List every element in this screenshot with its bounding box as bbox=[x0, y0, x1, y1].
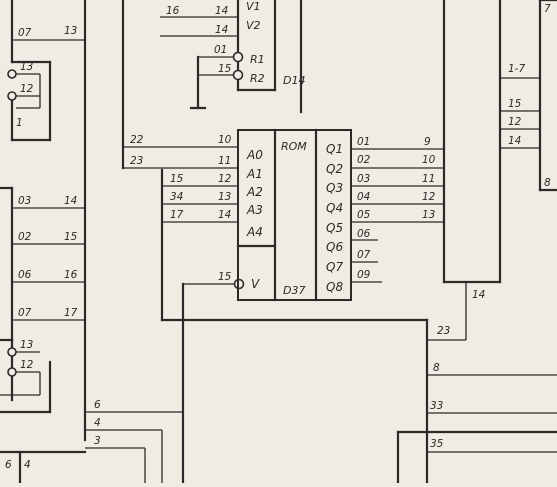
rom-net-17: 17 bbox=[170, 209, 184, 221]
rom-chip-d37: ROM D37 A0 A1 A2 A3 A4 V Q1 Q2 Q3 Q4 Q5 … bbox=[236, 128, 352, 302]
bottom-net-3: 3 bbox=[94, 435, 101, 447]
bottom-net-8: 8 bbox=[433, 362, 440, 374]
rom-out-q5: Q5 bbox=[326, 221, 343, 235]
rom-out-q6: Q6 bbox=[326, 240, 343, 254]
left-lower-bubble-12: 12 bbox=[20, 359, 34, 371]
rom-pin-12: 12 bbox=[218, 173, 232, 185]
left-lower-pin-15: 15 bbox=[64, 231, 78, 243]
top-chip-ref: D14 bbox=[283, 74, 305, 87]
bottom-left-net-4: 4 bbox=[24, 459, 31, 471]
rom-out-q4: Q4 bbox=[326, 201, 343, 215]
left-upper-pin-13: 13 bbox=[64, 25, 77, 37]
right-net-12: 12 bbox=[508, 116, 522, 128]
right-block: 7 8 1-7 15 12 14 14 bbox=[427, 0, 557, 341]
rom-outnet-9: 9 bbox=[424, 136, 431, 148]
rom-in-a3: A3 bbox=[246, 203, 263, 217]
bottom-left-wiring: 6 4 3 6 4 bbox=[0, 399, 183, 485]
right-net-15: 15 bbox=[508, 98, 522, 110]
top-chip-net: 16 bbox=[166, 5, 180, 17]
top-chip-label-v2: V2 bbox=[246, 19, 261, 32]
rom-in-a1: A1 bbox=[246, 167, 263, 181]
rom-out-q3: Q3 bbox=[326, 181, 343, 195]
rom-outpin-03: 03 bbox=[357, 173, 370, 185]
rom-outpin-01: 01 bbox=[357, 136, 370, 148]
left-lower-pin-16: 16 bbox=[64, 269, 78, 281]
rom-net-34: 34 bbox=[170, 191, 183, 203]
right-net-8: 8 bbox=[544, 177, 551, 189]
rom-outpin-09: 09 bbox=[357, 269, 371, 281]
top-chip-pin-15: 15 bbox=[218, 63, 232, 75]
bottom-net-4: 4 bbox=[94, 417, 101, 429]
left-upper-pin-07: 07 bbox=[18, 27, 32, 39]
left-lower-pin-17: 17 bbox=[64, 307, 78, 319]
rom-pin-14: 14 bbox=[218, 209, 231, 221]
rom-pin-11: 11 bbox=[218, 155, 231, 167]
rom-outnet-12: 12 bbox=[422, 191, 436, 203]
rom-net-22: 22 bbox=[130, 134, 144, 146]
rom-outpin-04: 04 bbox=[357, 191, 370, 203]
top-chip-pin-14a: 14 bbox=[215, 5, 228, 17]
rom-out-q1: Q1 bbox=[326, 142, 343, 156]
bottom-net-33: 33 bbox=[430, 400, 443, 412]
left-upper-bubble-13: 13 bbox=[20, 61, 33, 73]
rom-outnet-11: 11 bbox=[422, 173, 435, 185]
rom-out-q8: Q8 bbox=[326, 280, 343, 294]
rom-outnet-13: 13 bbox=[422, 209, 435, 221]
rom-input-wiring: 22 23 15 34 17 10 11 12 13 14 15 bbox=[123, 134, 245, 485]
left-lower-pin-07: 07 bbox=[18, 307, 32, 319]
rom-outpin-05: 05 bbox=[357, 209, 371, 221]
rom-net-15: 15 bbox=[170, 173, 184, 185]
bottom-net-6: 6 bbox=[94, 399, 101, 411]
rom-net-23: 23 bbox=[130, 155, 143, 167]
rom-enable-pin: 15 bbox=[218, 271, 232, 283]
rom-title: ROM bbox=[281, 140, 307, 153]
rom-output-wiring: 01 02 03 04 05 06 07 09 9 10 11 12 13 bbox=[351, 136, 444, 283]
rom-outnet-10: 10 bbox=[422, 154, 436, 166]
bottom-left-net-6: 6 bbox=[5, 459, 12, 471]
rom-out-q7: Q7 bbox=[326, 260, 343, 274]
right-net-1-7: 1-7 bbox=[508, 63, 525, 75]
rom-in-a0: A0 bbox=[246, 148, 263, 162]
rom-in-a2: A2 bbox=[246, 185, 263, 199]
bottom-net-35: 35 bbox=[430, 438, 444, 450]
rom-outpin-07: 07 bbox=[357, 249, 371, 261]
left-upper-chip: 07 13 13 12 1 bbox=[7, 0, 85, 142]
bottom-block: 23 8 33 35 bbox=[160, 318, 557, 485]
left-lower-pin-06: 06 bbox=[18, 269, 32, 281]
rom-ref: D37 bbox=[283, 284, 305, 297]
top-chip-label-r2: R2 bbox=[250, 72, 265, 85]
top-chip-pin-14b: 14 bbox=[215, 24, 228, 36]
left-lower-bubble-13: 13 bbox=[20, 339, 33, 351]
left-lower-chip: 03 14 02 15 06 16 07 17 13 12 bbox=[0, 186, 85, 414]
rom-outpin-06: 06 bbox=[357, 228, 371, 240]
left-upper-bubble-12: 12 bbox=[20, 83, 34, 95]
left-lower-pin-03: 03 bbox=[18, 195, 31, 207]
right-bottom-pin-14: 14 bbox=[472, 289, 485, 301]
bottom-net-23: 23 bbox=[437, 325, 450, 337]
top-chip-label-v1: V1 bbox=[246, 0, 261, 13]
rom-out-q2: Q2 bbox=[326, 162, 343, 176]
rom-outpin-02: 02 bbox=[357, 154, 371, 166]
left-upper-pin-1: 1 bbox=[16, 117, 23, 129]
right-net-14: 14 bbox=[508, 135, 521, 147]
rom-in-a4: A4 bbox=[246, 225, 263, 239]
left-lower-pin-14: 14 bbox=[64, 195, 77, 207]
right-net-7: 7 bbox=[544, 3, 551, 15]
rom-in-v: V bbox=[251, 277, 260, 291]
top-chip-d14: V1 V2 R1 R2 D14 16 14 14 01 15 bbox=[160, 0, 305, 114]
left-lower-pin-02: 02 bbox=[18, 231, 32, 243]
rom-pin-10: 10 bbox=[218, 134, 232, 146]
top-chip-pin-01: 01 bbox=[214, 44, 227, 56]
rom-pin-13: 13 bbox=[218, 191, 231, 203]
top-chip-label-r1: R1 bbox=[250, 53, 265, 66]
